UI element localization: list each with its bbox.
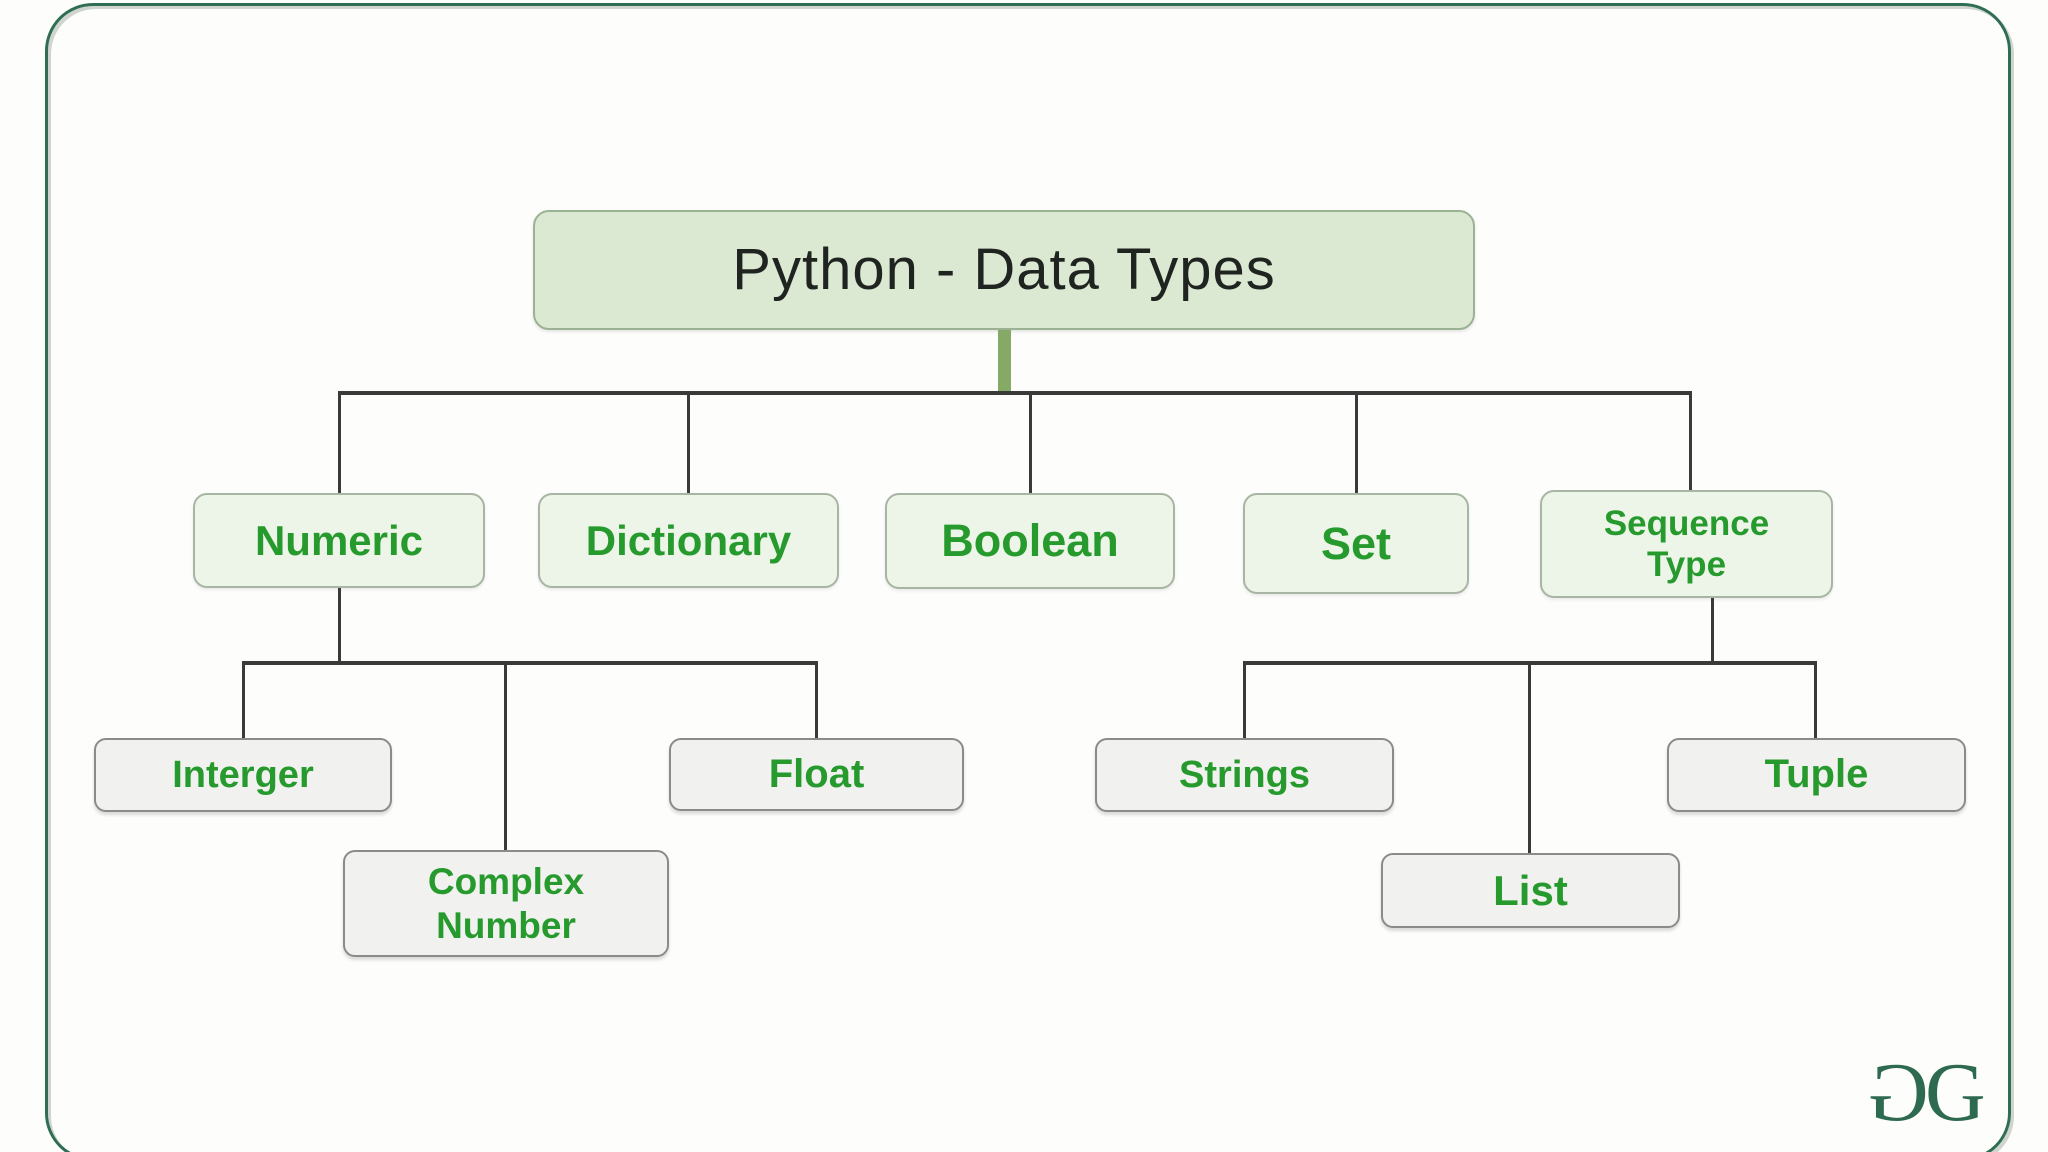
node-set: Set [1243, 493, 1469, 594]
connector-drop-strings [1243, 661, 1246, 739]
connector-drop-boolean [1029, 391, 1032, 495]
complex-number-label: Complex Number [427, 860, 585, 946]
node-sequence-type: Sequence Type [1540, 490, 1833, 598]
connector-drop-complex [504, 661, 507, 851]
interger-label: Interger [172, 753, 314, 796]
set-label: Set [1320, 517, 1392, 569]
list-label: List [1493, 866, 1568, 914]
connector-level1-bus [338, 391, 1692, 395]
connector-drop-tuple [1814, 661, 1817, 739]
connector-drop-dictionary [687, 391, 690, 495]
geeksforgeeks-logo: G G [1832, 1042, 2022, 1142]
node-interger: Interger [94, 738, 392, 812]
node-boolean: Boolean [885, 493, 1175, 589]
node-dictionary: Dictionary [538, 493, 839, 588]
title-label: Python - Data Types [732, 236, 1276, 302]
logo-mirrored-g: G [1868, 1045, 1929, 1139]
numeric-label: Numeric [254, 516, 424, 564]
sequence-type-label: Sequence Type [1603, 503, 1770, 584]
connector-numeric-bus [242, 661, 818, 665]
node-strings: Strings [1095, 738, 1394, 812]
node-title: Python - Data Types [533, 210, 1475, 330]
connector-numeric-stem [338, 588, 341, 663]
connector-drop-set [1355, 391, 1358, 495]
node-numeric: Numeric [193, 493, 485, 588]
connector-drop-float [815, 661, 818, 739]
connector-title-stem [998, 330, 1011, 394]
node-list: List [1381, 853, 1680, 928]
boolean-label: Boolean [941, 515, 1119, 567]
tuple-label: Tuple [1764, 752, 1869, 797]
node-complex-number: Complex Number [343, 850, 669, 957]
node-float: Float [669, 738, 964, 811]
connector-drop-sequence [1689, 391, 1692, 492]
connector-sequence-stem [1711, 598, 1714, 662]
node-tuple: Tuple [1667, 738, 1966, 812]
connector-drop-list [1528, 661, 1531, 854]
connector-drop-interger [242, 661, 245, 739]
outer-rounded-frame [45, 3, 2011, 1152]
float-label: Float [768, 751, 865, 796]
logo-g: G [1925, 1045, 1986, 1139]
connector-drop-numeric [338, 391, 341, 495]
strings-label: Strings [1179, 753, 1310, 796]
dictionary-label: Dictionary [585, 516, 792, 564]
